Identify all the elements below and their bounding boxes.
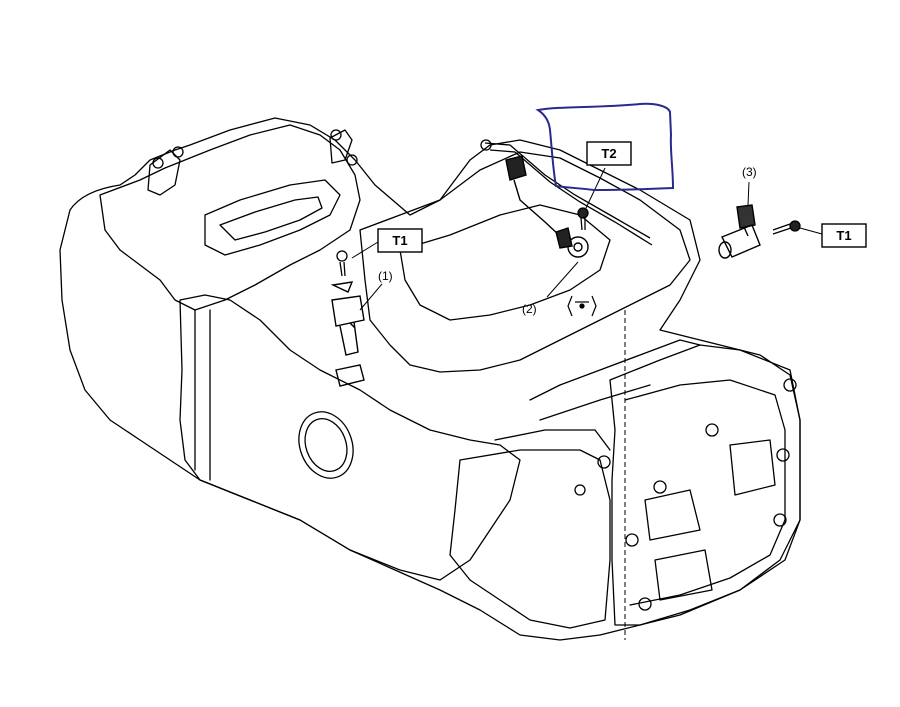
left-head: [99, 124, 361, 311]
left-cam-cover-inner: [219, 196, 323, 241]
intake-valley: [359, 151, 691, 373]
crank-angle-sensor: [718, 204, 761, 259]
bolt-t2-icon: [577, 207, 589, 231]
t2-label: T2: [601, 146, 616, 161]
highlight-box: [535, 102, 675, 192]
t1-right-box: [821, 223, 867, 248]
knock-sensor: [505, 155, 589, 258]
cam-angle-sensor: [330, 281, 365, 387]
lower-block: [449, 449, 611, 629]
engine-outline: [59, 117, 801, 641]
crank-seal: [298, 411, 354, 479]
bellhousing-flange: [609, 344, 801, 626]
left-cam-cover: [204, 179, 341, 256]
t1-left-label: T1: [392, 233, 407, 248]
knock-sensor-mount: [567, 295, 597, 317]
callout-1: (1): [378, 269, 393, 283]
bolt-t1-left-icon: [336, 250, 348, 277]
callout-2: (2): [522, 302, 537, 316]
t1-right-label: T1: [836, 228, 851, 243]
knock-sensor-harness: [484, 142, 651, 239]
bolt-t1-right-icon: [772, 220, 801, 235]
t2-box: [586, 141, 632, 166]
t1-left-box: [377, 228, 423, 253]
callout-3: (3): [742, 165, 757, 179]
front-cover: [179, 294, 521, 581]
